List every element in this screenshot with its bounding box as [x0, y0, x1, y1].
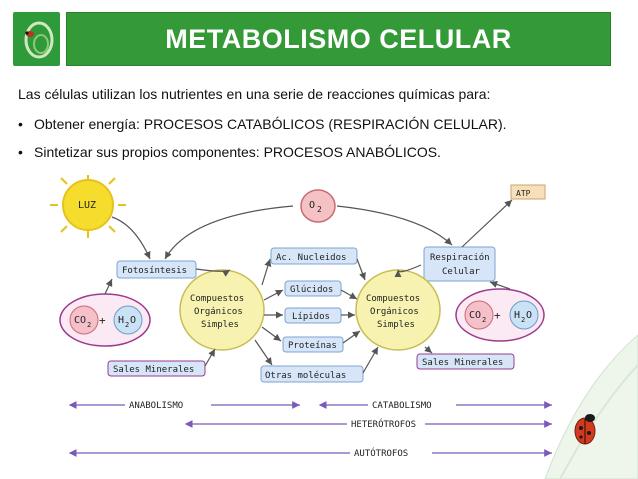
middle-label: Proteínas: [288, 341, 337, 351]
logo: [13, 12, 60, 66]
ladybug-icon: [574, 414, 596, 445]
middle-box-proteinas: [282, 336, 344, 353]
heterotrofos-label-bg: [347, 418, 425, 430]
anabolismo-label-bg: [125, 399, 211, 411]
list-item: • Sintetizar sus propios componentes: PRO…: [18, 144, 507, 172]
middle-box-glucidos: [284, 280, 342, 297]
ladybug-logo-icon: [24, 21, 54, 59]
co2-label: CO: [469, 310, 481, 321]
sun-icon: [50, 175, 126, 238]
span-arrows: [68, 401, 552, 457]
left-compound-line1: Compuestos: [190, 294, 244, 304]
right-compound-line2: Orgánicos: [370, 307, 419, 317]
h2o-subscript: 2: [125, 321, 129, 329]
co2-label: CO: [74, 315, 86, 326]
metabolism-diagram: LUZ O 2 ATP Fotosíntesis Respiración Cel…: [50, 175, 638, 479]
plus-sign: +: [494, 309, 501, 322]
middle-label: Lípidos: [292, 312, 330, 322]
respiracion-line1: Respiración: [430, 252, 490, 263]
o2-label: O: [309, 200, 315, 211]
bullet-list: • Obtener energía: PROCESOS CATABÓLICOS (…: [18, 116, 507, 172]
sales-minerales-right-box: [416, 353, 515, 370]
right-compound-line3: Simples: [377, 320, 415, 330]
bullet-text: Sintetizar sus propios componentes: PROC…: [34, 144, 441, 160]
middle-label: Otras moléculas: [265, 370, 346, 381]
autotrofos-label-bg: [350, 447, 432, 459]
catabolismo-label: CATABOLISMO: [372, 401, 432, 411]
heterotrofos-label: HETERÓTROFOS: [351, 418, 416, 430]
right-compound-line1: Compuestos: [366, 294, 420, 304]
respiracion-box: [423, 246, 496, 282]
respiracion-line2: Celular: [442, 267, 481, 277]
o2-bubble: [300, 189, 336, 223]
o2-subscript: 2: [317, 205, 322, 214]
middle-label: Ac. Nucleidos: [276, 253, 346, 263]
flow-arrows: [104, 199, 513, 374]
bullet-dot: •: [18, 116, 23, 132]
h2o-bubble: [509, 300, 539, 330]
co2-bubble: [464, 300, 494, 330]
h2o-h: H: [514, 310, 520, 321]
page-title: METABOLISMO CELULAR: [66, 12, 611, 66]
catabolismo-label-bg: [368, 399, 456, 411]
atp-box: [510, 184, 546, 200]
intro-text: Las células utilizan los nutrientes en u…: [18, 86, 491, 102]
leaf-decoration-icon: [544, 334, 638, 479]
co2-bubble: [69, 305, 99, 335]
left-compound-line2: Orgánicos: [194, 307, 243, 317]
list-item: • Obtener energía: PROCESOS CATABÓLICOS (…: [18, 116, 507, 144]
bullet-dot: •: [18, 144, 23, 160]
h2o-o: O: [130, 315, 136, 326]
h2o-subscript: 2: [521, 316, 525, 324]
co2-subscript: 2: [87, 321, 91, 329]
sales-minerales-right-label: Sales Minerales: [422, 358, 503, 368]
atp-label: ATP: [516, 189, 531, 198]
middle-box-ac-nucleidos: [270, 247, 358, 265]
h2o-o: O: [526, 310, 532, 321]
middle-box-otras-moleculas: [260, 365, 364, 383]
h2o-h: H: [118, 315, 124, 326]
co2-subscript: 2: [482, 316, 486, 324]
bullet-text: Obtener energía: PROCESOS CATABÓLICOS (R…: [34, 116, 507, 132]
header: METABOLISMO CELULAR: [13, 12, 627, 66]
luz-label: LUZ: [78, 200, 96, 211]
autotrofos-label: AUTÓTROFOS: [354, 447, 408, 459]
left-compound-line3: Simples: [201, 320, 239, 330]
h2o-bubble: [113, 305, 143, 335]
plus-sign: +: [99, 314, 106, 327]
sales-minerales-left-label: Sales Minerales: [113, 365, 194, 375]
fotosintesis-label: Fotosíntesis: [122, 266, 187, 276]
sales-minerales-left-box: [107, 360, 206, 377]
middle-label: Glúcidos: [290, 285, 333, 295]
anabolismo-label: ANABOLISMO: [129, 401, 183, 411]
